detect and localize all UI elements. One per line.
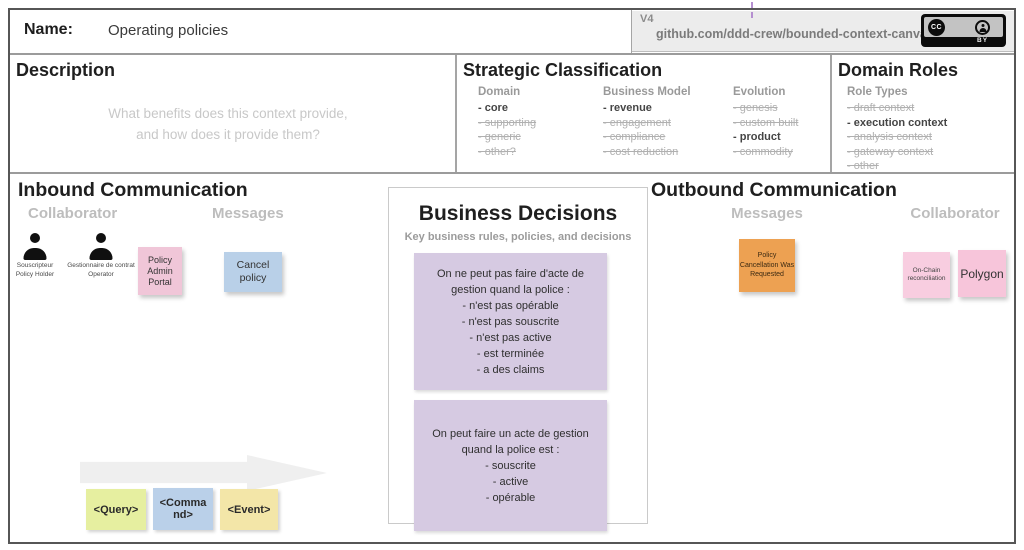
description-placeholder[interactable]: What benefits does this context provide,…: [108, 106, 348, 142]
role-option[interactable]: - gateway context: [847, 145, 934, 158]
legend-sticky-command[interactable]: <Command>: [153, 488, 213, 530]
description-title: Description: [16, 60, 116, 80]
strategic-option[interactable]: - other?: [478, 145, 516, 158]
strategic-option[interactable]: - cost reduction: [603, 145, 679, 158]
version-label: V4: [640, 13, 654, 25]
cc-logo-icon: CC: [928, 19, 945, 36]
strategic-classification-title: Strategic Classification: [463, 60, 663, 80]
cc-by-license-badge[interactable]: CC BY: [921, 14, 1006, 47]
cc-attribution-person-icon: [975, 20, 990, 35]
role-option[interactable]: - other: [847, 160, 879, 172]
strategic-option[interactable]: - compliance: [603, 131, 666, 143]
legend-sticky-query[interactable]: <Query>: [86, 489, 146, 530]
legend-sticky-event[interactable]: <Event>: [220, 489, 278, 530]
strategic-column-business-model: Business Model - revenue - engagement - …: [603, 86, 723, 159]
dashed-connector-line: [751, 2, 753, 18]
role-types-header: Role Types: [847, 86, 908, 98]
sticky-cancel-policy[interactable]: Cancel policy: [224, 252, 282, 292]
sticky-policy-cancellation-was-requested[interactable]: Policy Cancellation Was Requested: [739, 239, 795, 292]
repo-link[interactable]: github.com/ddd-crew/bounded-context-canv…: [656, 27, 934, 41]
business-decisions-subtitle: Key business rules, policies, and decisi…: [404, 231, 632, 243]
column-header: Business Model: [603, 86, 691, 98]
sticky-business-rule[interactable]: On ne peut pas faire d'acte de gestion q…: [414, 253, 607, 390]
collaborator-label: Souscripteur Policy Holder: [15, 262, 55, 278]
strategic-option[interactable]: - supporting: [478, 116, 537, 129]
role-option[interactable]: - draft context: [847, 102, 915, 114]
person-icon[interactable]: [22, 233, 48, 260]
strategic-option[interactable]: - genesis: [733, 102, 778, 114]
outbound-messages-header: Messages: [731, 205, 803, 222]
strategic-option[interactable]: - custom built: [733, 116, 799, 129]
domain-roles-list: Role Types - draft context - execution c…: [847, 86, 1007, 174]
strategic-option[interactable]: - engagement: [603, 116, 671, 129]
business-decisions-title: Business Decisions: [418, 202, 618, 225]
divider-under-classification-row: [10, 172, 1014, 174]
name-value[interactable]: Operating policies: [108, 22, 229, 39]
divider-name-version: [631, 10, 632, 53]
inbound-communication-title: Inbound Communication: [18, 179, 248, 201]
domain-roles-title: Domain Roles: [838, 60, 959, 80]
sticky-polygon[interactable]: Polygon: [958, 250, 1006, 297]
sticky-business-rule[interactable]: On peut faire un acte de gestion quand l…: [414, 400, 607, 531]
strategic-option[interactable]: - product: [733, 131, 781, 143]
strategic-column-domain: Domain - core - supporting - generic - o…: [478, 86, 598, 159]
divider-strategic-roles: [830, 55, 832, 172]
column-header: Evolution: [733, 86, 786, 98]
divider-under-name-row: [10, 53, 1014, 55]
canvas-border: [8, 8, 1016, 544]
inbound-collaborator-header: Collaborator: [28, 205, 118, 222]
outbound-collaborator-header: Collaborator: [910, 205, 1000, 222]
strategic-option[interactable]: - revenue: [603, 102, 652, 114]
strategic-option[interactable]: - commodity: [733, 145, 793, 158]
strategic-option[interactable]: - generic: [478, 131, 521, 143]
role-option[interactable]: - execution context: [847, 116, 948, 129]
person-icon[interactable]: [88, 233, 114, 260]
sticky-policy-admin-portal[interactable]: Policy Admin Portal: [138, 247, 182, 295]
strategic-column-evolution: Evolution - genesis - custom built - pro…: [733, 86, 853, 159]
inbound-messages-header: Messages: [212, 205, 284, 222]
outbound-communication-title: Outbound Communication: [651, 179, 897, 201]
sticky-on-chain-reconciliation[interactable]: On-Chain reconciliation: [903, 252, 950, 298]
collaborator-label: Gestionnaire de contrat Operator: [67, 262, 135, 278]
column-header: Domain: [478, 86, 521, 98]
name-label: Name:: [24, 21, 73, 38]
cc-by-label: BY: [977, 37, 989, 44]
role-option[interactable]: - analysis context: [847, 131, 932, 143]
strategic-option[interactable]: - core: [478, 102, 508, 114]
divider-description-strategic: [455, 55, 457, 172]
